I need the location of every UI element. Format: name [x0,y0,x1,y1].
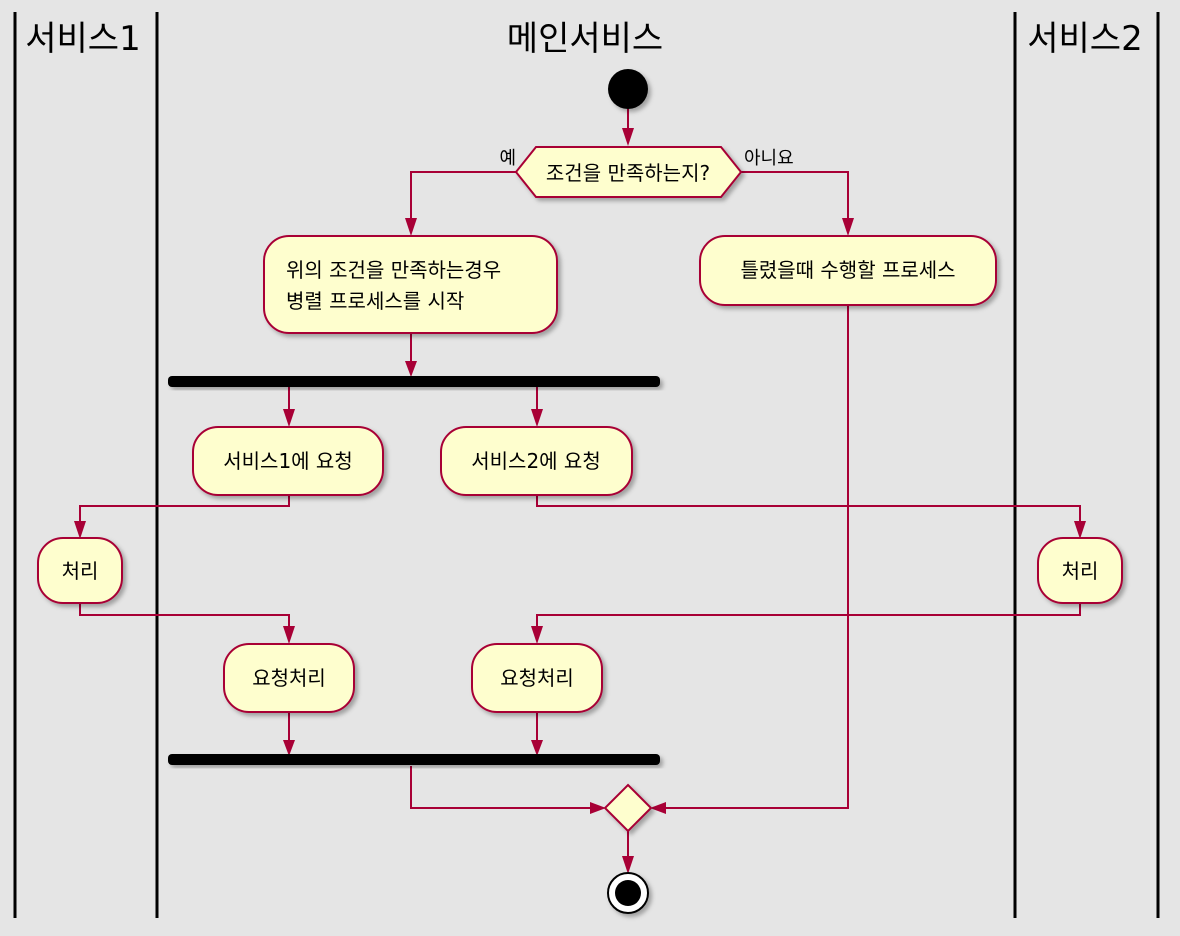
activity-process-service2: 처리 [1037,537,1123,604]
arrowhead-handle1 [283,626,295,644]
arrowhead-process1 [74,521,86,539]
decision-label: 조건을 만족하는지? [546,161,710,185]
activity-request-service1: 서비스1에 요청 [192,426,384,496]
decision-node: 조건을 만족하는지? [514,146,743,198]
arrowhead-req1 [283,409,295,427]
activity-process-service1: 처리 [37,537,123,604]
merge-diamond [603,783,653,833]
activity-box [699,235,997,306]
start-node [608,69,648,109]
edge-decision-yes [410,171,516,225]
edges [79,108,1081,862]
activity-text-line2: 병렬 프로세스를 시작 [286,289,464,313]
decision-diamond [514,146,743,198]
activity-handle-request2: 요청처리 [471,643,603,713]
edge-join-to-merge [410,766,596,809]
arrowhead-end [622,856,634,874]
arrowhead-req2 [531,409,543,427]
arrowhead-merge-left [590,802,606,814]
activity-box [471,643,603,713]
activity-box [223,643,355,713]
arrowhead-yes-activity [405,218,417,236]
activity-text: 틀렸을때 수행할 프로세스 [740,258,955,282]
activity-box [440,426,633,496]
fork-bar [168,376,660,387]
arrowhead-handle2 [531,626,543,644]
activity-text: 요청처리 [500,666,574,690]
edge-process2-to-handle2 [536,603,1081,633]
activity-text: 요청처리 [252,666,326,690]
activity-text: 처리 [1062,559,1099,583]
arrowhead-fork [405,361,417,377]
lane-title-main-service: 메인서비스 [507,19,663,59]
decision-yes-label: 예 [499,148,516,169]
activity-text: 처리 [62,559,99,583]
edge-decision-no [741,171,849,225]
arrowhead-decision [622,128,634,146]
activity-box [263,235,558,334]
activity-text: 서비스1에 요청 [223,449,352,473]
activity-box [1037,537,1123,604]
arrowhead-join-1 [283,740,295,756]
lane-title-service2: 서비스2 [1027,19,1142,59]
activity-no-process: 틀렸을때 수행할 프로세스 [699,235,997,306]
decision-no-label: 아니요 [744,148,794,169]
end-node [607,872,649,914]
activity-box [37,537,123,604]
edge-req1-to-process1 [79,495,290,528]
join-bar [168,754,660,765]
end-node-inner [615,880,641,906]
arrowhead-process2 [1074,521,1086,539]
edge-process1-to-handle1 [79,603,290,633]
activity-request-service2: 서비스2에 요청 [440,426,633,496]
activity-box [192,426,384,496]
activity-handle-request1: 요청처리 [223,643,355,713]
arrowheads [74,128,1086,874]
activity-text-line1: 위의 조건을 만족하는경우 [286,258,501,282]
lane-title-service1: 서비스1 [25,19,140,59]
arrowhead-no-activity [842,218,854,236]
edge-no-process-to-merge [660,305,849,809]
arrowhead-merge-right [650,802,666,814]
activity-text: 서비스2에 요청 [471,449,600,473]
arrowhead-join-2 [531,740,543,756]
activity-start-parallel: 위의 조건을 만족하는경우 병렬 프로세스를 시작 [263,235,558,334]
edge-req2-to-process2 [536,495,1081,528]
